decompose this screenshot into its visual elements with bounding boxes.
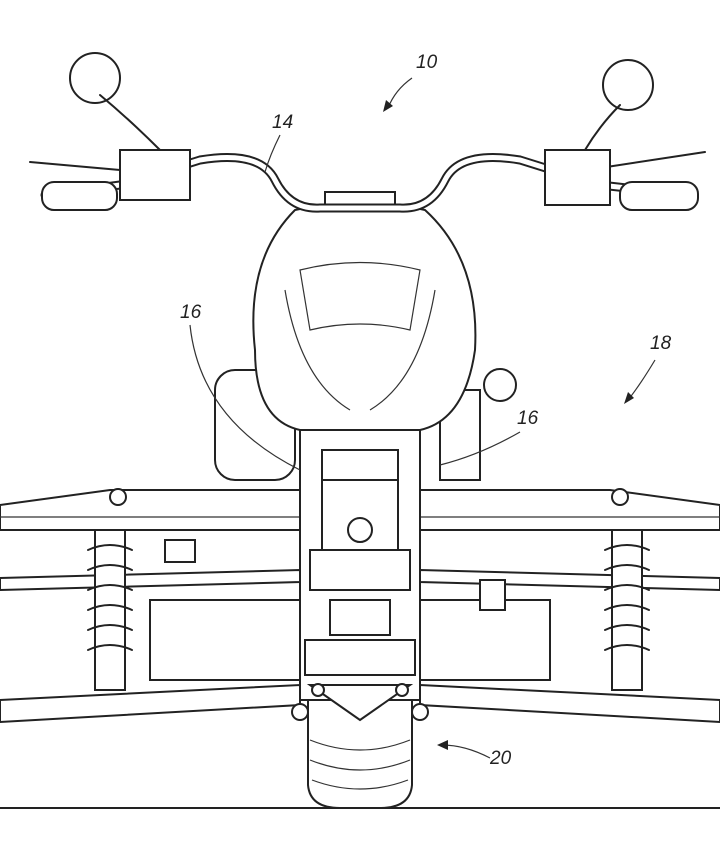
ref-numeral-14: 14 (272, 112, 294, 133)
left-shock (87, 529, 133, 691)
ref-numeral-16-left: 16 (180, 302, 202, 323)
right-shock (604, 529, 650, 691)
front-frame (291, 419, 429, 722)
leader-16-left (189, 324, 301, 471)
fuel-tank (252, 191, 477, 431)
leader-16-right (439, 431, 521, 466)
leader-lines (189, 77, 656, 759)
ref-numeral-20: 20 (490, 748, 512, 769)
leader-10 (387, 77, 413, 109)
ref-numeral-10: 10 (416, 52, 438, 73)
handlebar (29, 149, 706, 213)
leader-20 (441, 744, 491, 759)
rear-wheel (307, 699, 413, 809)
mirrors (69, 52, 654, 151)
ref-numeral-18: 18 (650, 333, 672, 354)
leader-18 (627, 359, 656, 401)
ref-numeral-16-right: 16 (517, 408, 539, 429)
leader-14 (264, 134, 281, 173)
upper-control-arms (0, 488, 720, 531)
